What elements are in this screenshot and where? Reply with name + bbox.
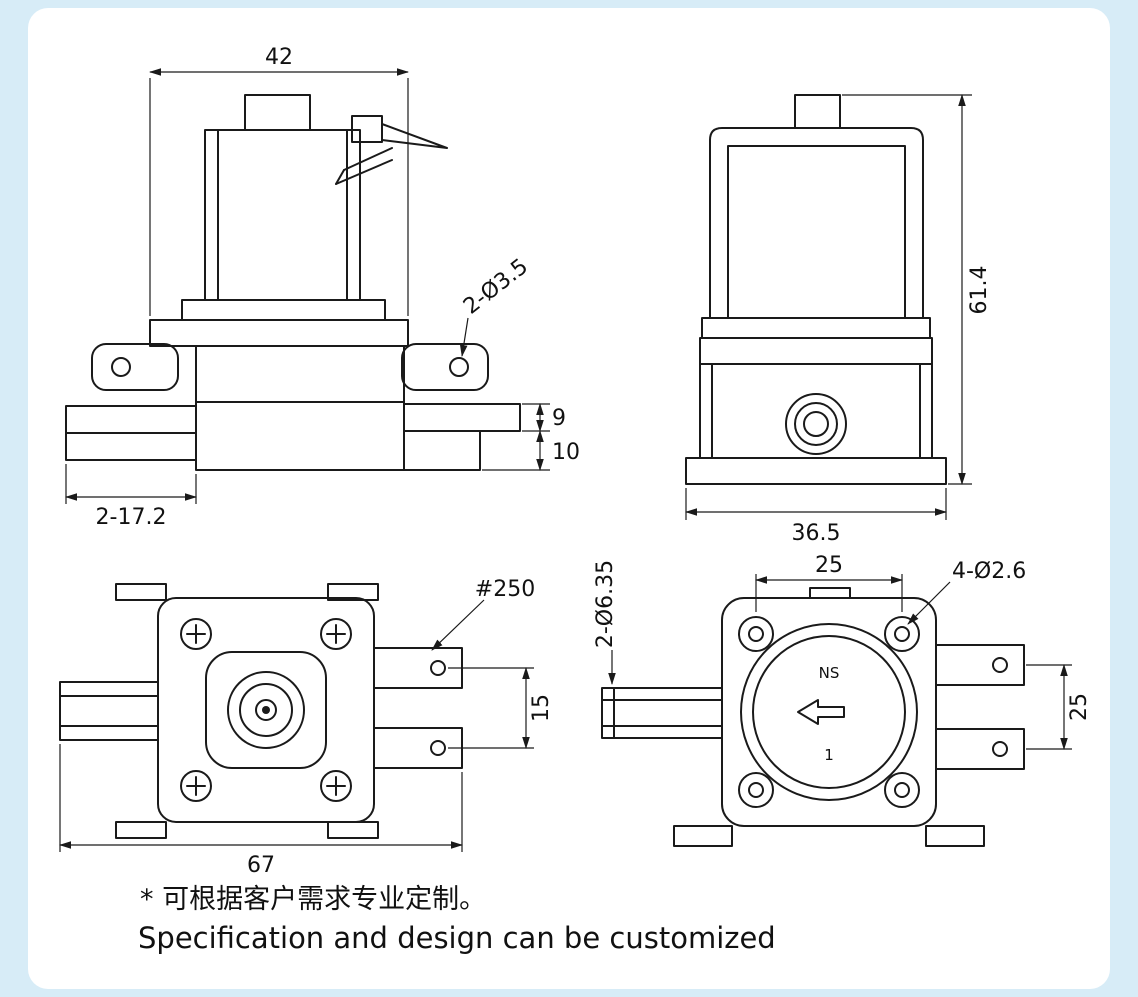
- dim-height-label: 61.4: [967, 266, 992, 315]
- port-mid: [794, 402, 838, 446]
- dim-42-label: 42: [265, 45, 293, 70]
- dim-hole-pitch-horizontal: 25: [755, 553, 903, 612]
- dim-10: 10: [482, 430, 580, 471]
- dim-terminal-pitch-face-view: 25: [1026, 664, 1092, 750]
- cap-circle-inner: [255, 699, 277, 721]
- face-circle-outer: [740, 623, 918, 801]
- dim-42: 42: [149, 45, 409, 316]
- note-english: Specification and design can be customiz…: [138, 921, 776, 955]
- cap-circle-outer: [227, 671, 305, 749]
- cap-center-dot: [262, 706, 270, 714]
- face-terminal-upper-hole: [992, 657, 1008, 673]
- base-front: [685, 457, 947, 485]
- mount-hole-left: [111, 357, 131, 377]
- screw-bottom-right: [320, 770, 352, 802]
- terminal-pin: [381, 123, 448, 149]
- screw-top-left: [180, 618, 212, 650]
- notes: * 可根据客户需求专业定制。 Specification and design …: [138, 884, 776, 955]
- dim-width-front: 36.5: [685, 488, 947, 546]
- tab-bottom-right: [327, 821, 379, 839]
- valve-housing: [65, 299, 521, 471]
- dim-4holes-label: 4-Ø2.6: [952, 559, 1026, 584]
- dim-overall-length: 67: [59, 744, 463, 878]
- face-mark-bottom: 1: [824, 746, 834, 764]
- port-inner: [803, 411, 829, 437]
- face-mark-top: NS: [819, 664, 840, 682]
- screw-bottom-left: [180, 770, 212, 802]
- electrical-terminal: [335, 115, 448, 185]
- dim-9-label: 9: [552, 406, 566, 431]
- corner-hole-top-left: [738, 616, 774, 652]
- dim-10-label: 10: [552, 440, 580, 465]
- face-foot-right: [925, 825, 985, 847]
- dim-tube-length: 2-17.2: [65, 464, 197, 530]
- dim-9: 9: [522, 403, 566, 432]
- corner-hole-bottom-right: [884, 772, 920, 808]
- dim-port-label: 2-Ø6.35: [593, 560, 618, 648]
- outlet-step: [403, 430, 481, 471]
- dim-terminal-pitch-top-view: 15: [448, 667, 554, 749]
- note-chinese: * 可根据客户需求专业定制。: [140, 884, 486, 915]
- side-view: 42 2-Ø3.5 9 10 2-17.2: [65, 45, 580, 530]
- bracket-outer: [709, 127, 924, 319]
- terminal-spec-label: #250: [475, 577, 535, 602]
- dim-width-front-label: 36.5: [792, 521, 841, 546]
- mount-ear-left: [91, 343, 179, 391]
- top-view: #250 15 67: [59, 577, 554, 878]
- corner-hole-bottom-left: [738, 772, 774, 808]
- port-outer: [785, 393, 847, 455]
- face-terminal-upper: [935, 644, 1025, 686]
- tube-left-top-view: [59, 681, 159, 741]
- dim-tube-label: 2-17.2: [96, 505, 167, 530]
- terminal-upper-hole: [430, 660, 446, 676]
- dim-height: 61.4: [842, 94, 992, 485]
- face-foot-left: [673, 825, 733, 847]
- tab-top-right: [327, 583, 379, 601]
- dim-port-callout: 2-Ø6.35: [593, 560, 618, 685]
- center-boss: [205, 651, 327, 769]
- mount-hole-right: [449, 357, 469, 377]
- face-view: NS 1 25 4-Ø2.6 2-Ø6.35 25: [593, 553, 1092, 847]
- dim-25-top-label: 25: [815, 553, 843, 578]
- tab-bottom-left: [115, 821, 167, 839]
- face-terminal-lower-hole: [992, 741, 1008, 757]
- bracket-inner: [727, 145, 906, 319]
- terminal-lower-hole: [430, 740, 446, 756]
- corner-hole-top-right: [884, 616, 920, 652]
- tube-left-face-view: [601, 687, 723, 739]
- dim-25-right-label: 25: [1067, 693, 1092, 721]
- dim-corner-holes-callout: 4-Ø2.6: [907, 559, 1026, 625]
- terminal-spec-callout: #250: [431, 577, 535, 651]
- dim-15-label: 15: [529, 694, 554, 722]
- front-view: 61.4 36.5: [685, 94, 992, 546]
- mount-ear-right: [401, 343, 489, 391]
- flow-arrow-icon: [797, 699, 845, 725]
- drawing-panel: [28, 8, 1110, 989]
- cap-circle-mid: [239, 683, 293, 737]
- tab-top-left: [115, 583, 167, 601]
- dim-67-label: 67: [247, 853, 275, 878]
- face-terminal-lower: [935, 728, 1025, 770]
- face-circle-inner: [752, 635, 906, 789]
- screw-top-right: [320, 618, 352, 650]
